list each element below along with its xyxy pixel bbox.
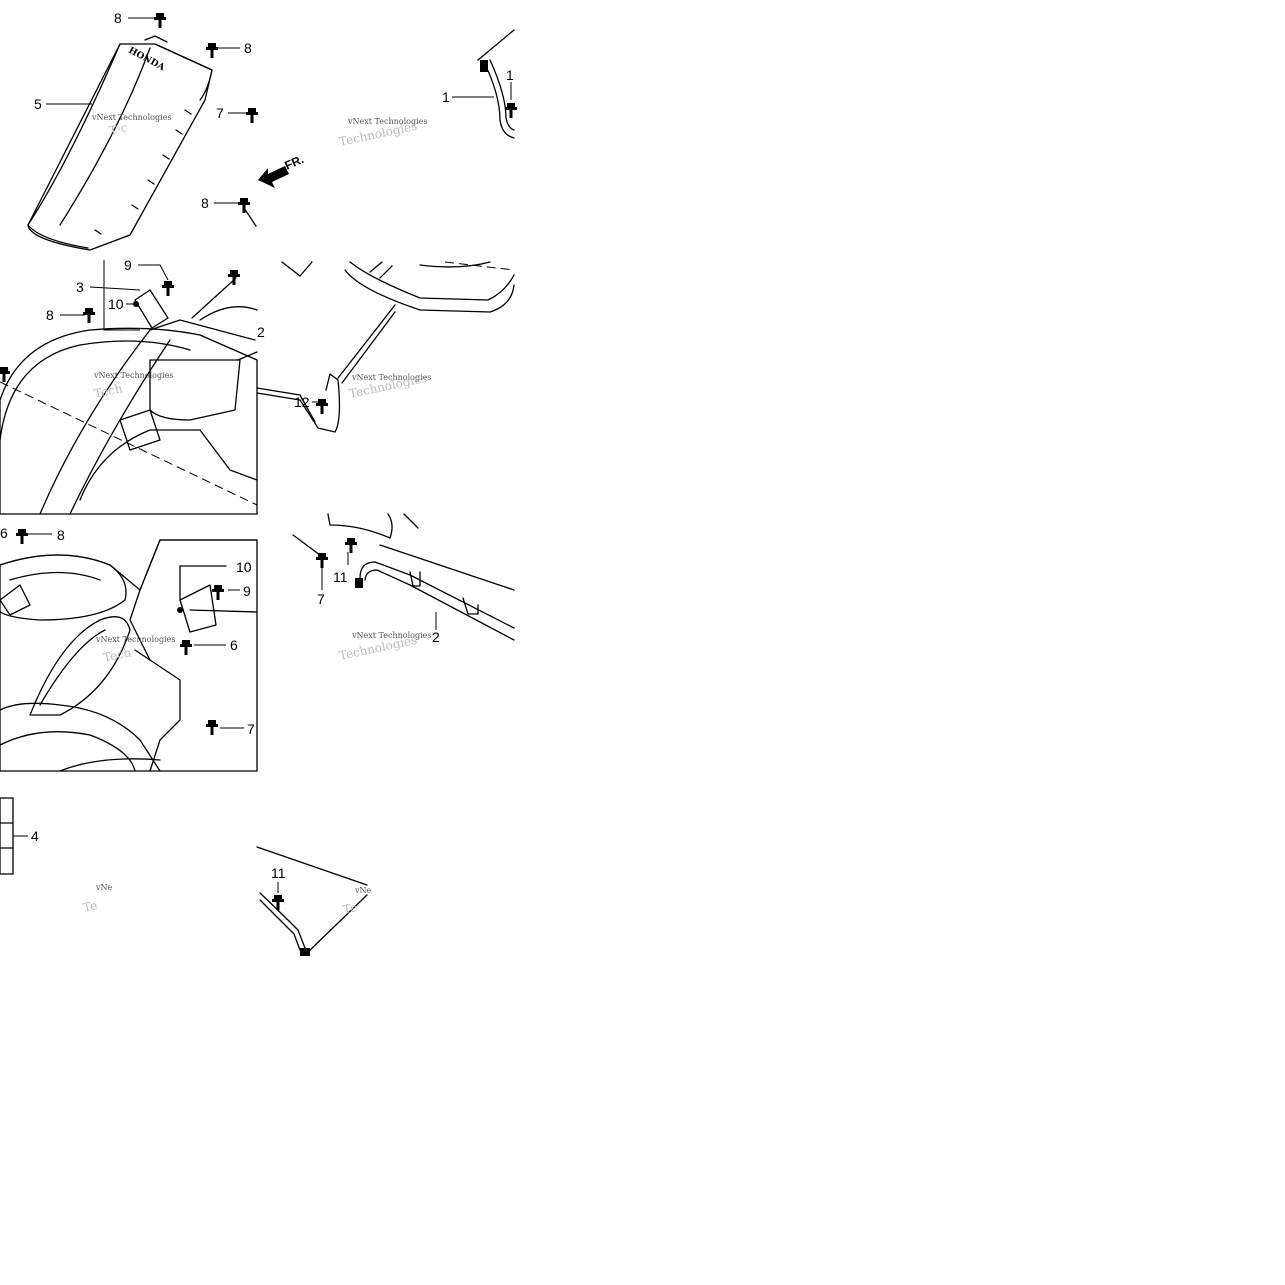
callout-label: 10 xyxy=(108,296,124,312)
callout-label: 8 xyxy=(46,307,54,323)
callout-label: 11 xyxy=(333,569,348,585)
tile-rear-fender: HONDA vNext Technologies T·c 8 8 5 7 8 F… xyxy=(27,10,306,251)
watermark: vNext Technologies xyxy=(91,113,171,122)
svg-text:Te: Te xyxy=(82,898,99,915)
callout-label: 5 xyxy=(34,96,42,112)
front-direction-label: FR. xyxy=(283,152,306,173)
callout-label: 6 xyxy=(230,637,238,653)
callout-label: 7 xyxy=(247,721,255,737)
callout-label: 11 xyxy=(271,865,286,881)
watermark: vNext Technologies xyxy=(351,631,431,640)
callout-label: 6 xyxy=(0,525,8,541)
watermark: vNext Technologies xyxy=(95,635,175,644)
callout-label: 2 xyxy=(257,324,265,340)
front-direction-arrow xyxy=(258,166,289,188)
callout-label: 8 xyxy=(114,10,122,26)
callout-label: 1 xyxy=(442,89,450,105)
tile-rear-frame: 12 vNext Technologies Technologies xyxy=(256,261,515,433)
svg-text:T·c: T·c xyxy=(108,120,129,138)
tile-front-body: 6 8 10 9 6 7 vNext Technologies Tech xyxy=(0,525,258,772)
callout-label: 3 xyxy=(76,279,84,295)
callout-label: 10 xyxy=(236,559,252,575)
callout-label: 2 xyxy=(432,629,440,645)
svg-text:Tech: Tech xyxy=(93,381,124,401)
callout-label: 8 xyxy=(244,40,252,56)
callout-label: 1 xyxy=(506,67,514,83)
callout-label: 9 xyxy=(124,257,132,273)
tile-partial-lower-right: 11 vNe Te xyxy=(256,846,372,956)
callout-label: 4 xyxy=(31,828,39,844)
callout-label: 7 xyxy=(216,105,224,121)
svg-text:Te: Te xyxy=(342,900,359,917)
callout-label: 8 xyxy=(57,527,65,543)
tile-bracket: 1 1 vNext Technologies Technologies xyxy=(338,29,517,149)
watermark: vNext Technologies xyxy=(93,371,173,380)
callout-label: 9 xyxy=(243,583,251,599)
watermark: vNext Technologies xyxy=(351,373,431,382)
tile-rear-body: 9 3 10 8 2 vNext Technologies Tech xyxy=(0,257,265,515)
callout-label: 8 xyxy=(201,195,209,211)
tile-front-frame: 11 7 2 vNext Technologies Technologies xyxy=(292,513,515,663)
tile-partial-lower-left: 4 vNe Te xyxy=(0,797,113,915)
watermark: vNe xyxy=(354,886,372,895)
watermark: vNext Technologies xyxy=(347,117,427,126)
callout-label: 12 xyxy=(294,394,310,410)
callout-label: 7 xyxy=(317,591,325,607)
watermark: vNe xyxy=(95,883,113,892)
svg-text:Tech: Tech xyxy=(102,645,133,665)
